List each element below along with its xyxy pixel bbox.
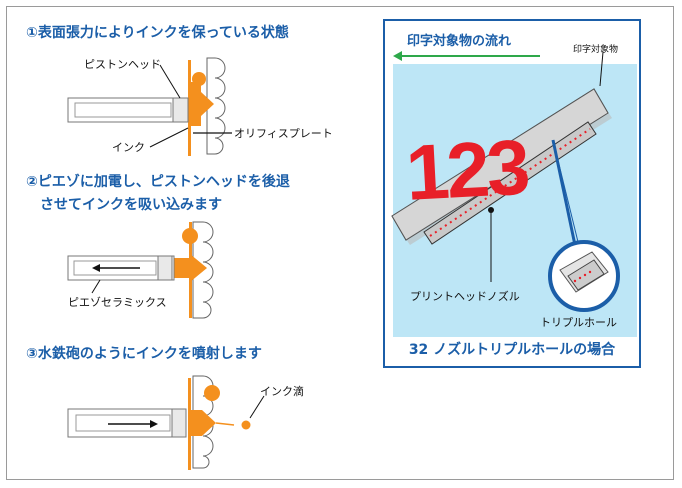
print-head-nozzle-label: プリントヘッドノズル bbox=[410, 290, 520, 303]
ink-label: インク bbox=[112, 141, 145, 154]
right-arrow-icon bbox=[108, 420, 158, 428]
orifice-plate-label: オリフィスプレート bbox=[234, 127, 333, 140]
flow-arrow-icon bbox=[393, 51, 540, 61]
printed-object-label: 印字対象物 bbox=[573, 45, 619, 55]
piezo-ceramics-label: ピエゾセラミックス bbox=[68, 296, 167, 309]
ink-drop-label: インク滴 bbox=[260, 385, 304, 398]
nozzle-panel bbox=[383, 19, 641, 368]
left-arrow-icon bbox=[92, 264, 140, 272]
piston-head-label: ピストンヘッド bbox=[84, 58, 161, 71]
panel-title: 32 ノズルトリプルホールの場合 bbox=[408, 342, 616, 358]
printed-digits: 123 bbox=[403, 122, 530, 217]
step-3-title: ③水鉄砲のようにインクを噴射します bbox=[26, 346, 262, 362]
step-1-title: ①表面張力によりインクを保っている状態 bbox=[26, 25, 289, 41]
triple-hole-label: トリプルホール bbox=[540, 316, 617, 329]
step-2-title-line1: ②ピエゾに加電し、ピストンヘッドを後退 bbox=[26, 174, 290, 190]
flow-label: 印字対象物の流れ bbox=[407, 34, 512, 49]
stage-1-diagram bbox=[67, 57, 232, 156]
step-2-title-line2: させてインクを吸い込みます bbox=[40, 197, 222, 213]
stage-2-diagram bbox=[67, 221, 214, 319]
stage-3-diagram bbox=[67, 375, 265, 470]
